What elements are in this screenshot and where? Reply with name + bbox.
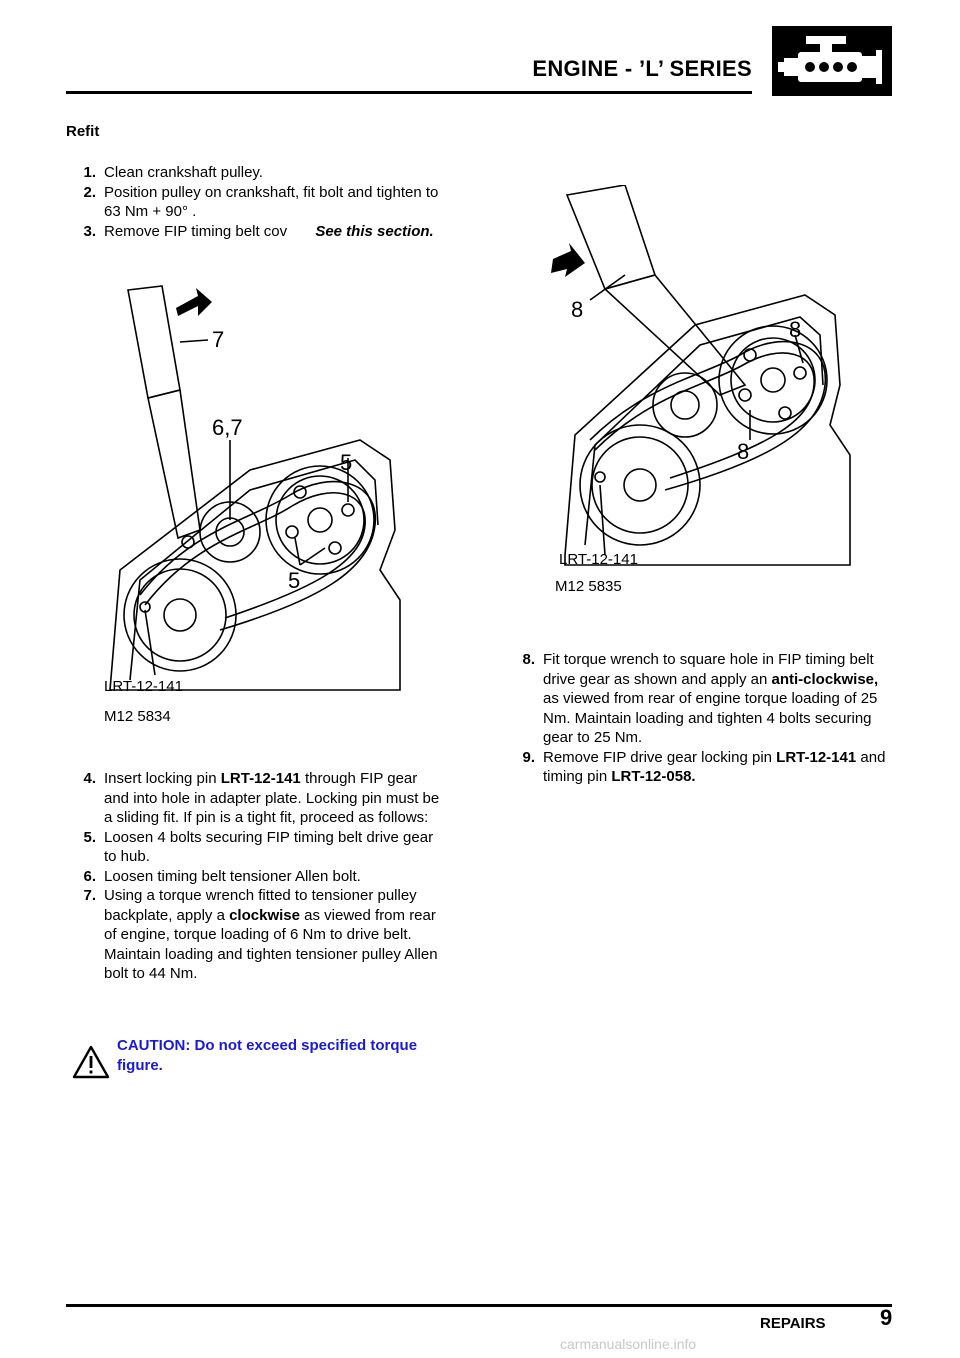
header-rule [66, 91, 752, 94]
footer-rule [66, 1304, 892, 1307]
direction-arrow-icon [176, 288, 212, 316]
callout-8c: 8 [737, 439, 749, 464]
step-8: 8. Fit torque wrench to square hole in F… [505, 650, 897, 748]
step-number: 2. [83, 183, 96, 201]
callout-8a: 8 [571, 297, 583, 322]
callout-6-7: 6,7 [212, 415, 243, 440]
steps-left-list: 4. Insert locking pin LRT-12-141 through… [66, 769, 446, 984]
steps-right-list: 8. Fit torque wrench to square hole in F… [505, 650, 897, 787]
step-number: 7. [83, 887, 96, 904]
step-number: 1. [83, 164, 96, 181]
step-7: 7. Using a torque wrench fitted to tensi… [66, 886, 446, 984]
figure-code: M12 5835 [555, 578, 622, 595]
step-1: 1. Clean crankshaft pulley. [66, 163, 446, 183]
step-number: 4. [83, 770, 96, 787]
step-text: Position pulley on crankshaft, fit bolt … [104, 183, 439, 221]
step-text: Clean crankshaft pulley. [104, 164, 263, 181]
direction-arrow-icon [551, 243, 585, 277]
step-text: Remove FIP timing belt cov [104, 222, 288, 240]
step-4: 4. Insert locking pin LRT-12-141 through… [66, 769, 446, 828]
step-number: 3. [83, 222, 96, 240]
step-text: Remove FIP drive gear locking pin LRT-12… [543, 748, 886, 786]
step-5: 5. Loosen 4 bolts securing FIP timing be… [66, 828, 446, 867]
figure-code: M12 5834 [104, 708, 171, 725]
caution-note: CAUTION: Do not exceed specified torque … [117, 1037, 418, 1074]
callout-8b: 8 [789, 317, 801, 342]
callout-5a: 5 [340, 450, 352, 475]
callout-7: 7 [212, 327, 224, 352]
step-6: 6. Loosen timing belt tensioner Allen bo… [66, 867, 446, 887]
step-9: 9. Remove FIP drive gear locking pin LRT… [505, 748, 897, 787]
step-text: Insert locking pin LRT-12-141 through FI… [104, 770, 440, 826]
callout-5b: 5 [288, 568, 300, 593]
timing-belt-diagram-right: 8 8 8 [551, 184, 851, 566]
step-number: 5. [83, 828, 96, 846]
step-2: 2. Position pulley on crankshaft, fit bo… [66, 183, 446, 222]
warning-triangle-icon [72, 1045, 110, 1079]
watermark: carmanualsonline.info [560, 1336, 697, 1352]
page-number: 9 [880, 1305, 893, 1330]
tool-label: LRT-12-141 [104, 678, 183, 695]
footer-section: REPAIRS [760, 1315, 826, 1332]
step-number: 8. [522, 651, 535, 668]
step-text: Loosen 4 bolts securing FIP timing belt … [104, 828, 434, 866]
step-text: Loosen timing belt tensioner Allen bolt. [104, 867, 361, 885]
steps-top-list: 1. Clean crankshaft pulley. 2. Position … [66, 163, 446, 256]
step-text: Using a torque wrench fitted to tensione… [104, 887, 438, 982]
page-title: ENGINE - ’L’ SERIES [532, 56, 752, 81]
section-reference-link[interactable]: See this section. [315, 222, 434, 240]
figure-left: 7 6,7 5 5 LRT-12-141 M12 5834 [100, 270, 420, 730]
step-number: 6. [83, 867, 96, 885]
engine-icon [772, 26, 892, 96]
timing-belt-diagram-left: 7 6,7 5 5 [109, 285, 401, 691]
step-number: 9. [522, 748, 535, 766]
figure-right: 8 8 8 LRT-12-141 M12 5835 [545, 184, 875, 605]
step-text: Fit torque wrench to square hole in FIP … [543, 651, 879, 746]
step-3: 3. Remove FIP timing belt cov See this s… [66, 222, 446, 256]
tool-label: LRT-12-141 [559, 551, 638, 568]
section-heading: Refit [66, 123, 100, 140]
